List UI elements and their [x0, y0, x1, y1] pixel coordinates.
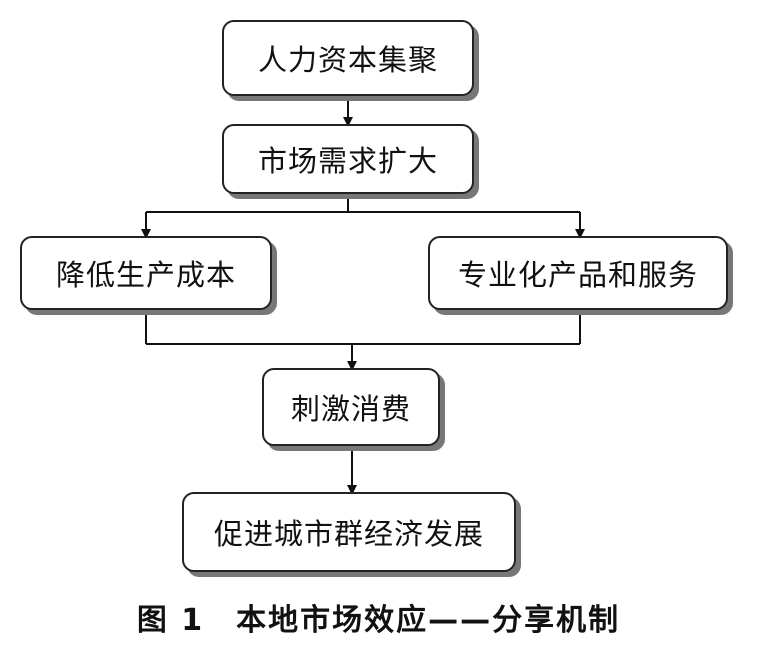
box-stimulate: 刺激消费: [262, 368, 440, 446]
box-lower-cost-label: 降低生产成本: [55, 258, 236, 292]
box-market-demand-label: 市场需求扩大: [257, 144, 438, 178]
box-stimulate-label: 刺激消费: [290, 392, 411, 426]
box-specialized-label: 专业化产品和服务: [457, 258, 698, 292]
figure-caption: 图 1 本地市场效应——分享机制: [136, 603, 621, 638]
box-human-capital: 人力资本集聚: [222, 20, 474, 96]
box-specialized: 专业化产品和服务: [428, 236, 728, 310]
box-market-demand: 市场需求扩大: [222, 124, 474, 194]
box-lower-cost: 降低生产成本: [20, 236, 272, 310]
box-human-capital-label: 人力资本集聚: [257, 43, 438, 77]
box-promote-label: 促进城市群经济发展: [213, 517, 484, 551]
box-promote: 促进城市群经济发展: [182, 492, 516, 572]
